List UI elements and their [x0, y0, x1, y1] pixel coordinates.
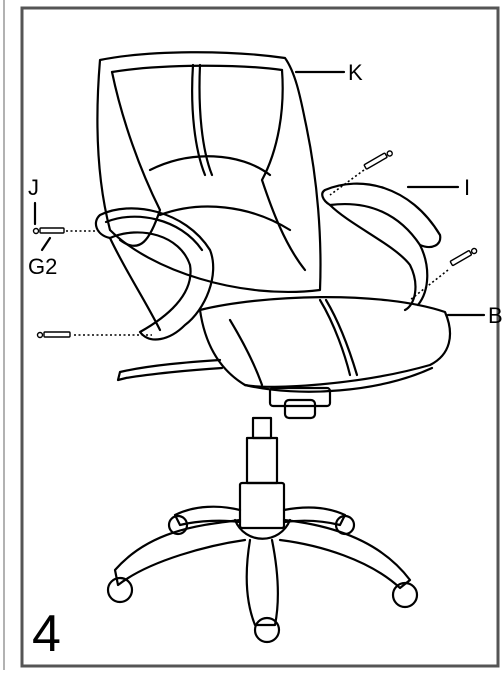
seat-bottom	[243, 366, 434, 393]
label-g2: G2	[28, 254, 58, 279]
left-armrest	[94, 207, 215, 341]
bolt-right-upper	[363, 150, 393, 170]
caster-right	[391, 581, 419, 609]
seat-front-seam	[318, 298, 352, 377]
left-armrest-pad-inner	[104, 215, 204, 252]
seat-front-seam-2	[324, 298, 359, 377]
seat-plate	[268, 386, 332, 408]
base-leg-right	[278, 518, 412, 590]
adjust-lever	[116, 358, 224, 382]
label-i: I	[464, 175, 471, 200]
caster-back-right	[334, 514, 356, 536]
guide-right-lower	[409, 269, 449, 301]
backrest-outline	[96, 51, 322, 294]
seat-side-seam	[228, 318, 264, 387]
backrest-lumbar-seam	[148, 155, 272, 177]
tilt-knob	[283, 398, 317, 420]
label-b: B	[488, 303, 503, 328]
cylinder-bottom	[238, 481, 286, 530]
bolt-right-lower	[449, 247, 478, 267]
caster-front	[253, 616, 281, 644]
right-armrest-support	[328, 203, 417, 312]
cylinder-top	[251, 416, 273, 440]
leader-g2	[40, 236, 52, 252]
right-armrest	[321, 182, 442, 249]
base-leg-back-right	[282, 506, 347, 527]
bolt-left-upper	[32, 227, 65, 235]
guide-right-upper	[329, 169, 365, 196]
base-leg-left	[113, 518, 247, 587]
left-armrest-support	[108, 236, 162, 332]
seat-outline	[198, 296, 452, 388]
caster-left	[106, 576, 134, 604]
base-leg-front	[245, 538, 279, 627]
backrest-right-panel	[260, 68, 307, 272]
backrest-top-seam	[110, 64, 284, 74]
step-number: 4	[32, 605, 61, 663]
frame-border	[20, 6, 500, 668]
backrest-left-panel	[110, 70, 162, 247]
cylinder-middle	[245, 436, 279, 485]
right-armrest-lower	[416, 243, 429, 307]
backrest-center-seam-1	[191, 63, 207, 177]
label-j: J	[28, 175, 39, 200]
backrest-center-seam-2	[198, 63, 214, 177]
base-hub	[233, 518, 292, 540]
bolt-left-lower	[36, 331, 71, 339]
base-leg-back-left	[173, 505, 242, 527]
backrest-lower-seam	[158, 205, 292, 232]
caster-back-left	[167, 514, 189, 536]
label-k: K	[348, 60, 363, 85]
